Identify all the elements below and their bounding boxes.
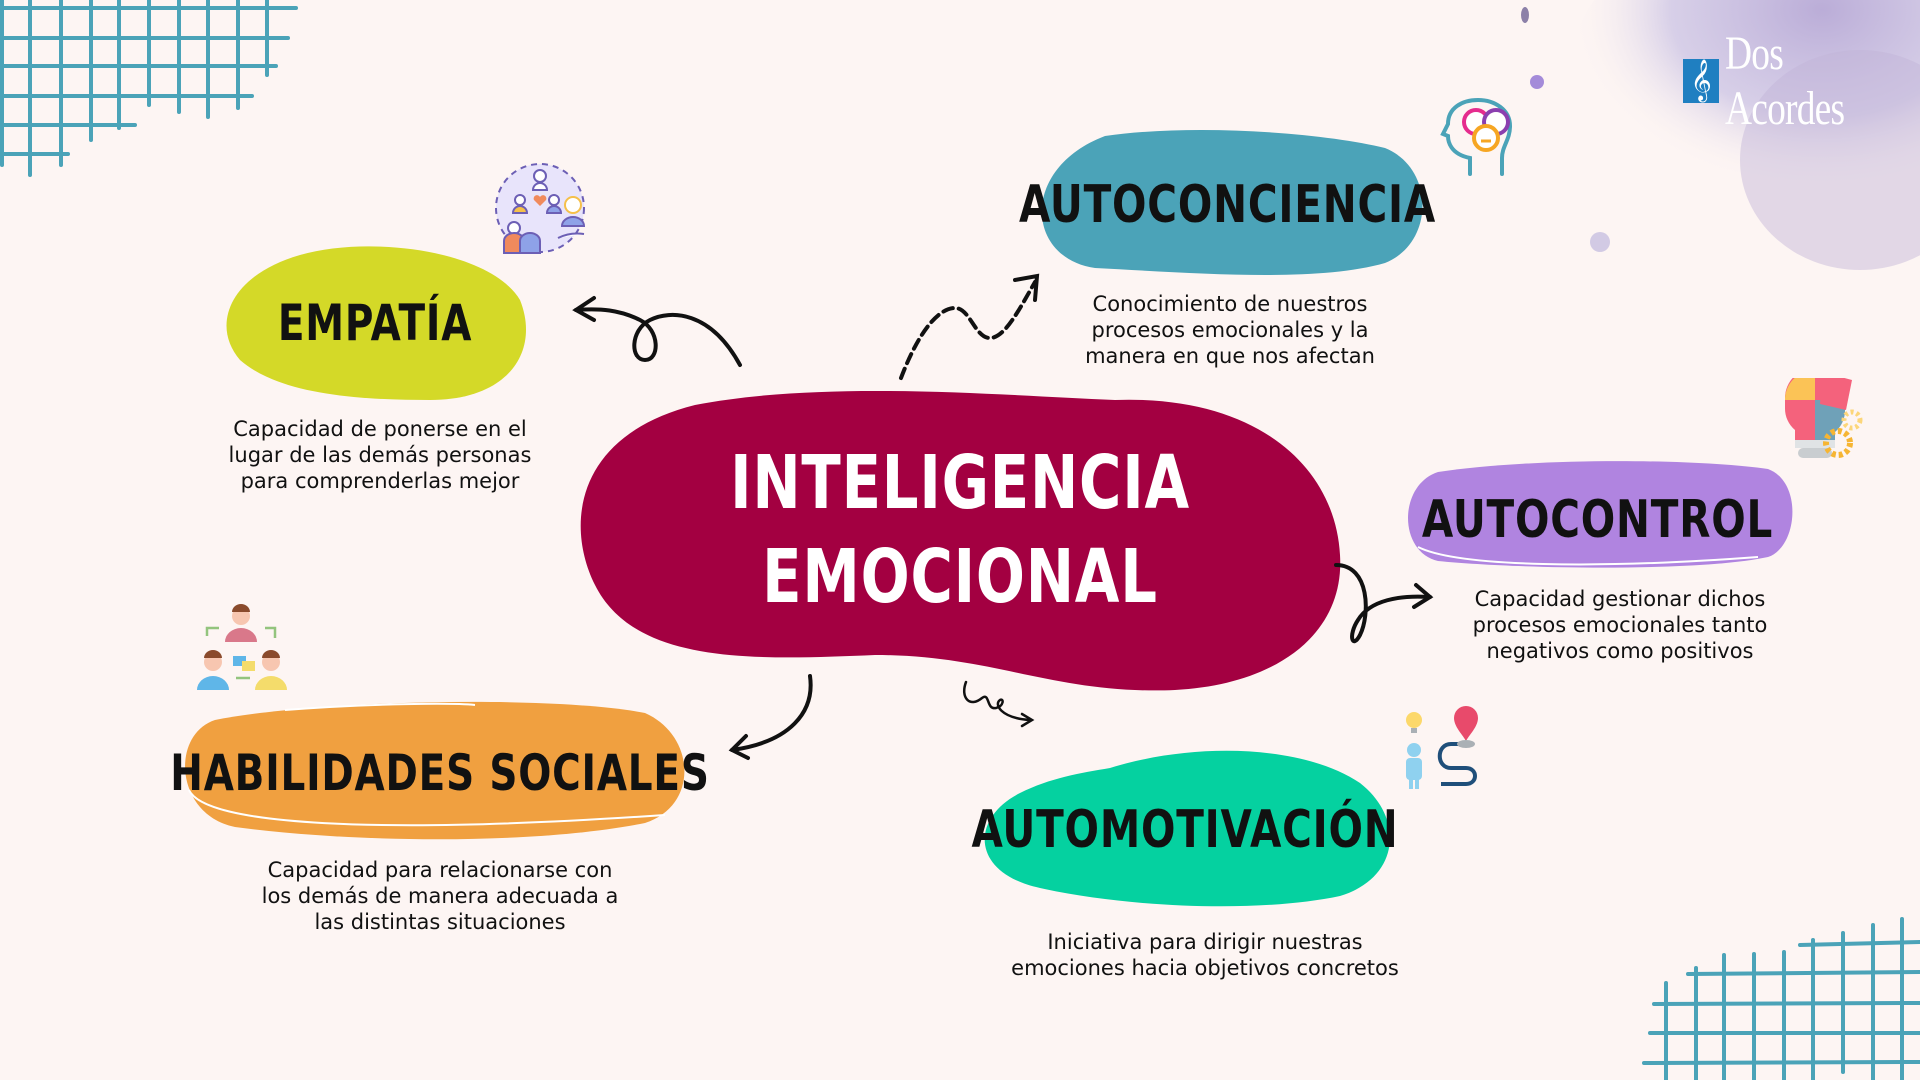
grid-decoration-top-left — [0, 0, 298, 177]
autoconciencia-description: Conocimiento de nuestros procesos emocio… — [1085, 292, 1375, 368]
empatia-description: Capacidad de ponerse en el lugar de las … — [228, 417, 532, 493]
grid-decoration-bottom-right — [1642, 917, 1920, 1080]
automotivacion-title: AUTOMOTIVACIÓN — [971, 800, 1399, 860]
lightbulb-puzzle-icon — [1784, 378, 1863, 458]
center-blob — [580, 390, 1341, 691]
autocontrol-title: AUTOCONTROL — [1421, 490, 1774, 550]
empatia-title: EMPATÍA — [277, 293, 473, 352]
arrow-to-autoconciencia — [899, 273, 1040, 380]
brand-logo: 𝄞 Dos Acordes — [1683, 26, 1920, 136]
arrow-to-automotivacion — [963, 680, 1035, 728]
watercolor-decoration — [1521, 0, 1920, 270]
autoconciencia-title: AUTOCONCIENCIA — [1018, 175, 1437, 235]
automotivacion-blob — [984, 750, 1390, 907]
person-path-goal-icon — [1406, 706, 1478, 789]
brand-name: Dos Acordes — [1725, 27, 1845, 135]
head-emotions-icon — [1440, 97, 1513, 176]
center-title-line1: INTELIGENCIA — [730, 440, 1190, 526]
center-title-line2: EMOCIONAL — [762, 534, 1158, 620]
autocontrol-blob — [1408, 461, 1793, 568]
habilidades-description: Capacidad para relacionarse con los demá… — [261, 858, 619, 934]
habilidades-blob — [185, 701, 685, 840]
habilidades-title: HABILIDADES SOCIALES — [170, 743, 710, 802]
automotivacion-description: Iniciativa para dirigir nuestras emocion… — [1011, 930, 1399, 980]
autoconciencia-blob — [1041, 129, 1423, 275]
people-communication-icon — [197, 604, 287, 690]
autocontrol-description: Capacidad gestionar dichos procesos emoc… — [1472, 587, 1768, 663]
community-care-icon — [495, 163, 586, 254]
arrow-to-habilidades — [728, 674, 813, 760]
arrow-to-empatia — [572, 296, 742, 367]
empatia-blob — [226, 246, 526, 400]
arrow-to-autocontrol — [1334, 563, 1434, 644]
center-title: INTELIGENCIA EMOCIONAL — [695, 430, 1225, 630]
treble-clef-icon: 𝄞 — [1683, 59, 1720, 103]
